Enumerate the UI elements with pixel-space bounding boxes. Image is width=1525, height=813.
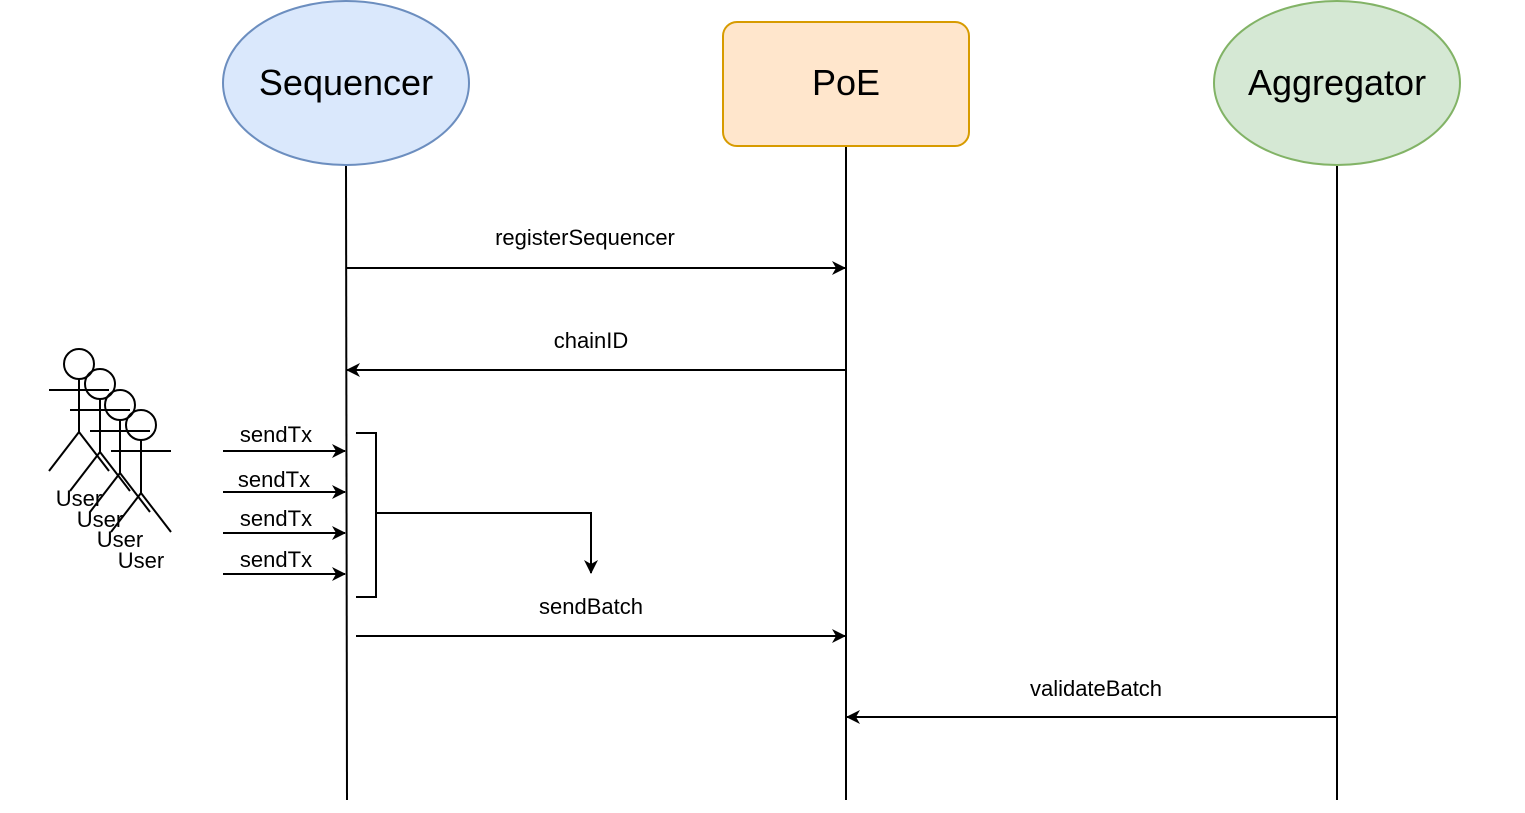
send-tx-label-3: sendTx	[240, 506, 312, 531]
user-actor-3	[89, 389, 151, 513]
sequencer-ellipse	[222, 0, 470, 166]
aggregator-ellipse	[1213, 0, 1461, 166]
user-label-4: User	[118, 548, 164, 573]
batch-connector-arrow	[376, 512, 598, 574]
chain-id-label: chainID	[554, 328, 629, 353]
validate-batch-label: validateBatch	[1030, 676, 1162, 701]
user-actor-4	[110, 409, 172, 533]
poe-participant: PoE	[722, 21, 970, 147]
user-label-3: User	[97, 527, 143, 552]
sequencer-label: Sequencer	[259, 62, 433, 103]
poe-box	[722, 21, 970, 147]
sequencer-lifeline	[345, 165, 348, 801]
poe-label: PoE	[812, 62, 880, 103]
send-batch-label: sendBatch	[539, 594, 643, 619]
send-tx-label-2: sendTx	[238, 467, 310, 492]
send-tx-label-4: sendTx	[240, 547, 312, 572]
send-tx-label-1: sendTx	[240, 422, 312, 447]
user-actor-1	[48, 348, 110, 472]
user-actor-2	[69, 368, 131, 492]
aggregator-label: Aggregator	[1248, 62, 1426, 103]
register-sequencer-label: registerSequencer	[495, 225, 675, 250]
user-label-1: User	[56, 486, 102, 511]
batch-bracket	[356, 432, 377, 598]
sequencer-participant: Sequencer	[222, 0, 470, 166]
user-label-2: User	[77, 507, 123, 532]
aggregator-participant: Aggregator	[1213, 0, 1461, 166]
